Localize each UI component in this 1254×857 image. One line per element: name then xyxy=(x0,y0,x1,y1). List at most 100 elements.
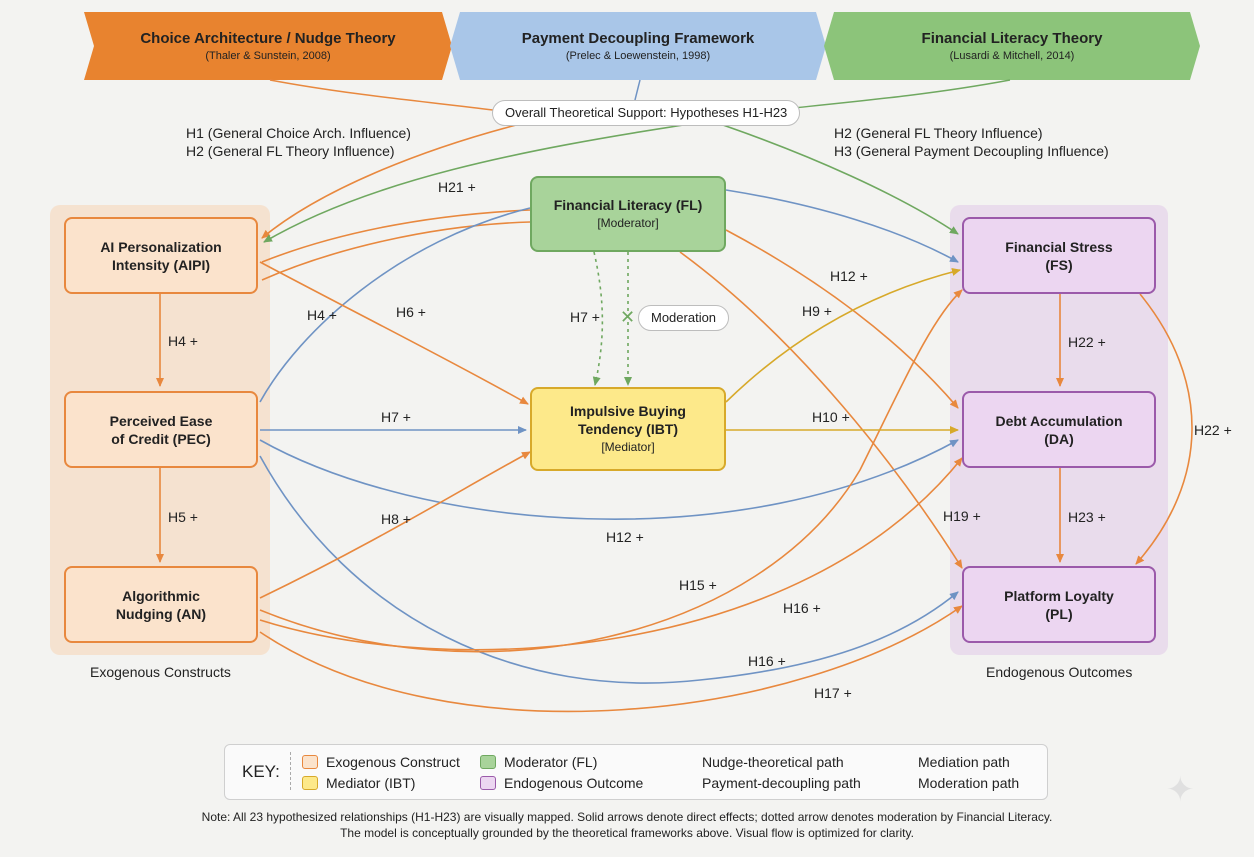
banner-nudge-sub: (Thaler & Sunstein, 2008) xyxy=(205,50,331,62)
arrow-aipi-ibt-h6 xyxy=(259,261,529,405)
arrow-fl-da xyxy=(725,229,959,409)
node-ibt: Impulsive Buying Tendency (IBT) [Mediato… xyxy=(530,387,726,471)
legend-moderation: Moderation path xyxy=(918,775,1020,791)
node-fs-line2: (FS) xyxy=(1045,256,1073,273)
banner-nudge-title: Choice Architecture / Nudge Theory xyxy=(140,30,396,47)
hyp-h10: H10 + xyxy=(812,409,850,425)
legend-moderator-swatch xyxy=(480,755,496,769)
node-fl: Financial Literacy (FL) [Moderator] xyxy=(530,176,726,252)
arrow-an-fs-h15 xyxy=(259,289,963,653)
note-line-2: The model is conceptually grounded by th… xyxy=(340,826,914,840)
node-ibt-line1: Impulsive Buying xyxy=(570,403,686,419)
hyp-h7-moderation: H7 + xyxy=(570,309,600,325)
banner-shape-payment xyxy=(450,12,826,80)
panel-label-right: Endogenous Outcomes xyxy=(986,664,1133,680)
node-aipi-line1: AI Personalization xyxy=(100,238,222,255)
hyp-h22-curve: H22 + xyxy=(1194,422,1232,438)
legend-moderator: Moderator (FL) xyxy=(480,754,597,770)
support-line-nudge xyxy=(269,79,494,111)
hyp-h6: H6 + xyxy=(396,304,426,320)
hyp-h16-upper: H16 + xyxy=(783,600,821,616)
banner-shape-fl xyxy=(824,12,1200,80)
arrow-fl-pec-blue xyxy=(259,207,531,403)
legend-mediator-label: Mediator (IBT) xyxy=(326,775,416,791)
hyp-h7-pec: H7 + xyxy=(381,409,411,425)
hyp-h23: H23 + xyxy=(1068,509,1106,525)
banner-payment-title: Payment Decoupling Framework xyxy=(521,30,755,47)
arrow-h21 xyxy=(261,209,531,263)
node-ibt-line2: Tendency (IBT) xyxy=(577,421,679,437)
general-left-2: H2 (General FL Theory Influence) xyxy=(186,143,395,159)
node-pec-line2: of Credit (PEC) xyxy=(111,430,211,447)
arrow-h1-general xyxy=(261,123,521,239)
node-aipi-line2: Intensity (AIPI) xyxy=(111,256,210,273)
legend-divider xyxy=(290,752,292,790)
hyp-h4-vertical: H4 + xyxy=(168,333,198,349)
hyp-h19: H19 + xyxy=(943,508,981,524)
banner-payment: Payment Decoupling Framework (Prelec & L… xyxy=(460,12,816,80)
node-an-line1: Algorithmic xyxy=(122,587,200,604)
arrow-fs-pl-h22 xyxy=(1135,293,1193,565)
node-aipi: AI Personalization Intensity (AIPI) xyxy=(64,217,258,294)
arrow-h3-general-right xyxy=(719,123,959,235)
node-an-line2: Nudging (AN) xyxy=(115,605,207,622)
legend-endogenous: Endogenous Outcome xyxy=(480,775,643,791)
legend-mediator-swatch xyxy=(302,776,318,790)
arrow-an-ibt-h8 xyxy=(259,451,531,599)
legend-exogenous-label: Exogenous Construct xyxy=(326,754,460,770)
legend-moderator-label: Moderator (FL) xyxy=(504,754,598,770)
node-da: Debt Accumulation (DA) xyxy=(962,391,1156,468)
legend-mediator: Mediator (IBT) xyxy=(302,775,415,791)
node-pl: Platform Loyalty (PL) xyxy=(962,566,1156,643)
node-pec-line1: Perceived Ease xyxy=(109,412,213,429)
moderation-x-icon: ✕ xyxy=(620,307,635,328)
moderation-arrow-1 xyxy=(592,251,604,386)
legend-endogenous-label: Endogenous Outcome xyxy=(504,775,644,791)
legend-exogenous: Exogenous Construct xyxy=(302,754,460,770)
hyp-h9: H9 + xyxy=(802,303,832,319)
legend-payment: Payment-decoupling path xyxy=(702,775,861,791)
arrow-pec-pl-h16 xyxy=(259,455,959,684)
hyp-h12-bottom: H12 + xyxy=(606,529,644,545)
arrow-pec-da-h12 xyxy=(259,439,959,520)
legend-endogenous-swatch xyxy=(480,776,496,790)
legend-nudge: Nudge-theoretical path xyxy=(702,754,844,770)
support-line-fl xyxy=(773,79,1011,111)
node-fs-line1: Financial Stress xyxy=(1005,238,1113,255)
hyp-h21: H21 + xyxy=(438,179,476,195)
node-fs: Financial Stress (FS) xyxy=(962,217,1156,294)
banner-fl-sub: (Lusardi & Mitchell, 2014) xyxy=(949,50,1075,62)
node-da-line1: Debt Accumulation xyxy=(995,412,1123,429)
node-fl-line1: Financial Literacy (FL) xyxy=(553,197,703,213)
node-an: Algorithmic Nudging (AN) xyxy=(64,566,258,643)
hyp-h4-curve: H4 + xyxy=(307,307,337,323)
support-line-payment xyxy=(634,79,641,101)
panel-label-left: Exogenous Constructs xyxy=(90,664,231,680)
general-right-1: H2 (General FL Theory Influence) xyxy=(834,125,1043,141)
arrow-an-da-h16 xyxy=(259,457,963,651)
banner-fl: Financial Literacy Theory (Lusardi & Mit… xyxy=(834,12,1190,80)
arrow-fl-pl-h19 xyxy=(679,251,963,569)
banner-fl-title: Financial Literacy Theory xyxy=(921,30,1103,47)
general-left-1: H1 (General Choice Arch. Influence) xyxy=(186,125,411,141)
hyp-h8: H8 + xyxy=(381,511,411,527)
general-right-2: H3 (General Payment Decoupling Influence… xyxy=(834,143,1109,159)
hyp-h17: H17 + xyxy=(814,685,852,701)
banner-shape-nudge xyxy=(84,12,452,80)
hyp-h15: H15 + xyxy=(679,577,717,593)
note-line-1: Note: All 23 hypothesized relationships … xyxy=(201,810,1053,824)
arrow-h2-general-left xyxy=(263,123,691,243)
banner-nudge: Choice Architecture / Nudge Theory (Thal… xyxy=(94,12,442,80)
node-da-line2: (DA) xyxy=(1044,430,1074,447)
moderation-pill: Moderation xyxy=(638,305,730,331)
arrow-fl-aipi-2 xyxy=(261,221,531,281)
legend-exogenous-swatch xyxy=(302,755,318,769)
node-pl-line2: (PL) xyxy=(1045,605,1073,622)
node-ibt-line3: [Mediator] xyxy=(601,440,655,454)
support-pill: Overall Theoretical Support: Hypotheses … xyxy=(492,100,801,126)
node-pec: Perceived Ease of Credit (PEC) xyxy=(64,391,258,468)
arrow-ibt-fs-h9 xyxy=(725,268,961,403)
hyp-h16-lower: H16 + xyxy=(748,653,786,669)
legend-mediation: Mediation path xyxy=(918,754,1010,770)
arrow-fl-fs-blue xyxy=(725,189,959,263)
